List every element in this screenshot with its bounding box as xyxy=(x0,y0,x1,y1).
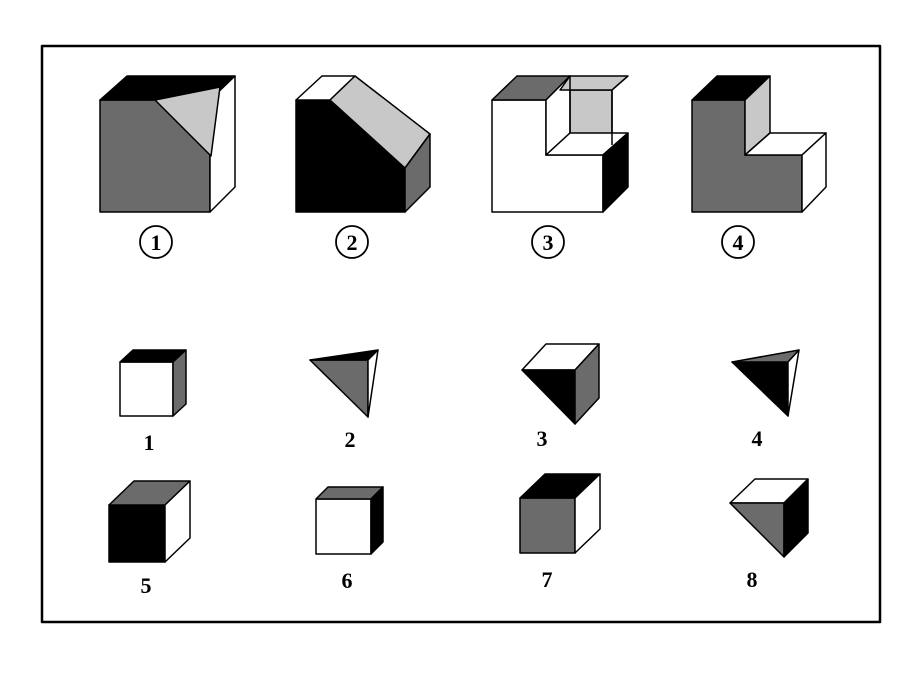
circled-label-4-text: 4 xyxy=(733,230,744,255)
piece-6-right-face xyxy=(370,486,384,555)
piece-label-5: 5 xyxy=(141,573,152,598)
piece-5-right-face xyxy=(164,480,191,563)
piece-label-3: 3 xyxy=(537,426,548,451)
piece-8 xyxy=(729,478,809,558)
piece-2 xyxy=(309,349,379,418)
piece-3-right-face xyxy=(574,343,600,425)
circled-label-1: 1 xyxy=(139,225,173,259)
piece-2-left-face xyxy=(309,359,369,418)
piece-8-front-face xyxy=(729,502,785,558)
piece-7-right-face xyxy=(574,473,601,554)
outer-frame xyxy=(40,44,882,624)
piece-4-right-face xyxy=(787,349,800,417)
piece-4-left-face xyxy=(731,361,789,417)
piece-2-top-face xyxy=(309,349,379,361)
piece-3 xyxy=(521,343,600,425)
piece-1-front-face xyxy=(119,361,174,417)
piece-1 xyxy=(119,349,187,417)
label-circle xyxy=(139,225,173,259)
shape-4-right-face xyxy=(801,132,827,213)
piece-6 xyxy=(315,486,384,555)
piece-label-4: 4 xyxy=(752,426,763,451)
piece-1-right-face xyxy=(172,349,187,417)
piece-8-right-face xyxy=(783,478,809,558)
circled-label-3-text: 3 xyxy=(543,230,554,255)
circled-label-2-text: 2 xyxy=(347,230,358,255)
piece-label-2: 2 xyxy=(345,427,356,452)
piece-7 xyxy=(519,473,601,554)
assembled-shape-3 xyxy=(491,75,629,213)
piece-7-front-face xyxy=(519,497,576,554)
assembled-shape-2 xyxy=(295,75,431,213)
shape-2-right-face xyxy=(404,133,431,213)
circled-label-2: 2 xyxy=(335,225,369,259)
circled-label-4: 4 xyxy=(721,225,755,259)
shape-3-right-face xyxy=(602,132,629,213)
piece-5 xyxy=(108,480,191,563)
label-circle xyxy=(721,225,755,259)
shape-1-cut-face xyxy=(154,86,221,157)
assembled-shape-1 xyxy=(99,75,236,213)
assembled-shape-4 xyxy=(691,75,827,213)
piece-5-front-face xyxy=(108,504,166,563)
circled-label-1-text: 1 xyxy=(151,230,162,255)
piece-2-right-face xyxy=(367,349,379,418)
piece-label-6: 6 xyxy=(342,568,353,593)
label-circle xyxy=(531,225,565,259)
piece-label-1: 1 xyxy=(144,430,155,455)
circled-label-3: 3 xyxy=(531,225,565,259)
piece-label-7: 7 xyxy=(542,567,553,592)
label-circle xyxy=(335,225,369,259)
piece-label-8: 8 xyxy=(747,567,758,592)
piece-3-front-face xyxy=(521,369,576,425)
piece-6-front-face xyxy=(315,498,372,555)
piece-4 xyxy=(731,349,800,417)
